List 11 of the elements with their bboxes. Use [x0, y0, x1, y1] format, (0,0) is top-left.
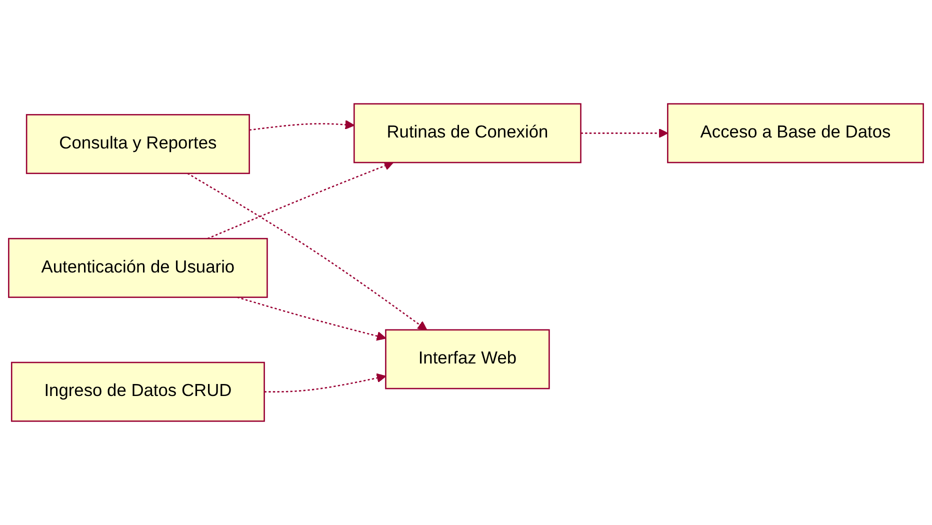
arrow: [249, 120, 355, 131]
node-box: Interfaz Web: [385, 329, 550, 390]
arrow: [207, 161, 394, 240]
node-box: Rutinas de Conexión: [353, 103, 582, 164]
node-box: Consulta y Reportes: [26, 114, 250, 174]
node-box: Autenticación de Usuario: [8, 238, 268, 298]
arrow: [580, 128, 668, 138]
arrow: [264, 373, 386, 392]
node-box: Ingreso de Datos CRUD: [10, 362, 265, 422]
node-box: Acceso a Base de Datos: [667, 103, 924, 164]
arrow: [187, 172, 428, 330]
